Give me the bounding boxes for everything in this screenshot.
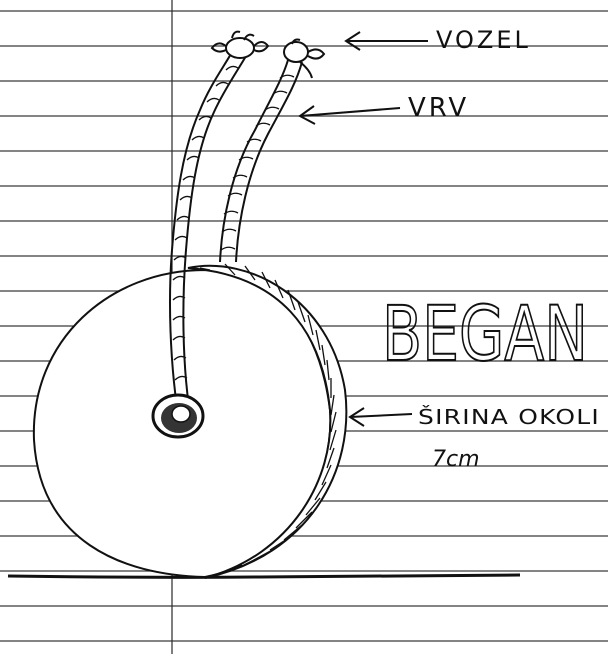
- label-width-value: 7cm: [432, 447, 480, 472]
- label-width: ŠIRINA OKOLI: [418, 405, 600, 429]
- label-tip: VRV: [408, 93, 469, 123]
- strand-knob-highlight: [172, 406, 190, 422]
- title-began: BEGAN: [382, 289, 588, 378]
- label-knot: VOZEL: [436, 26, 531, 54]
